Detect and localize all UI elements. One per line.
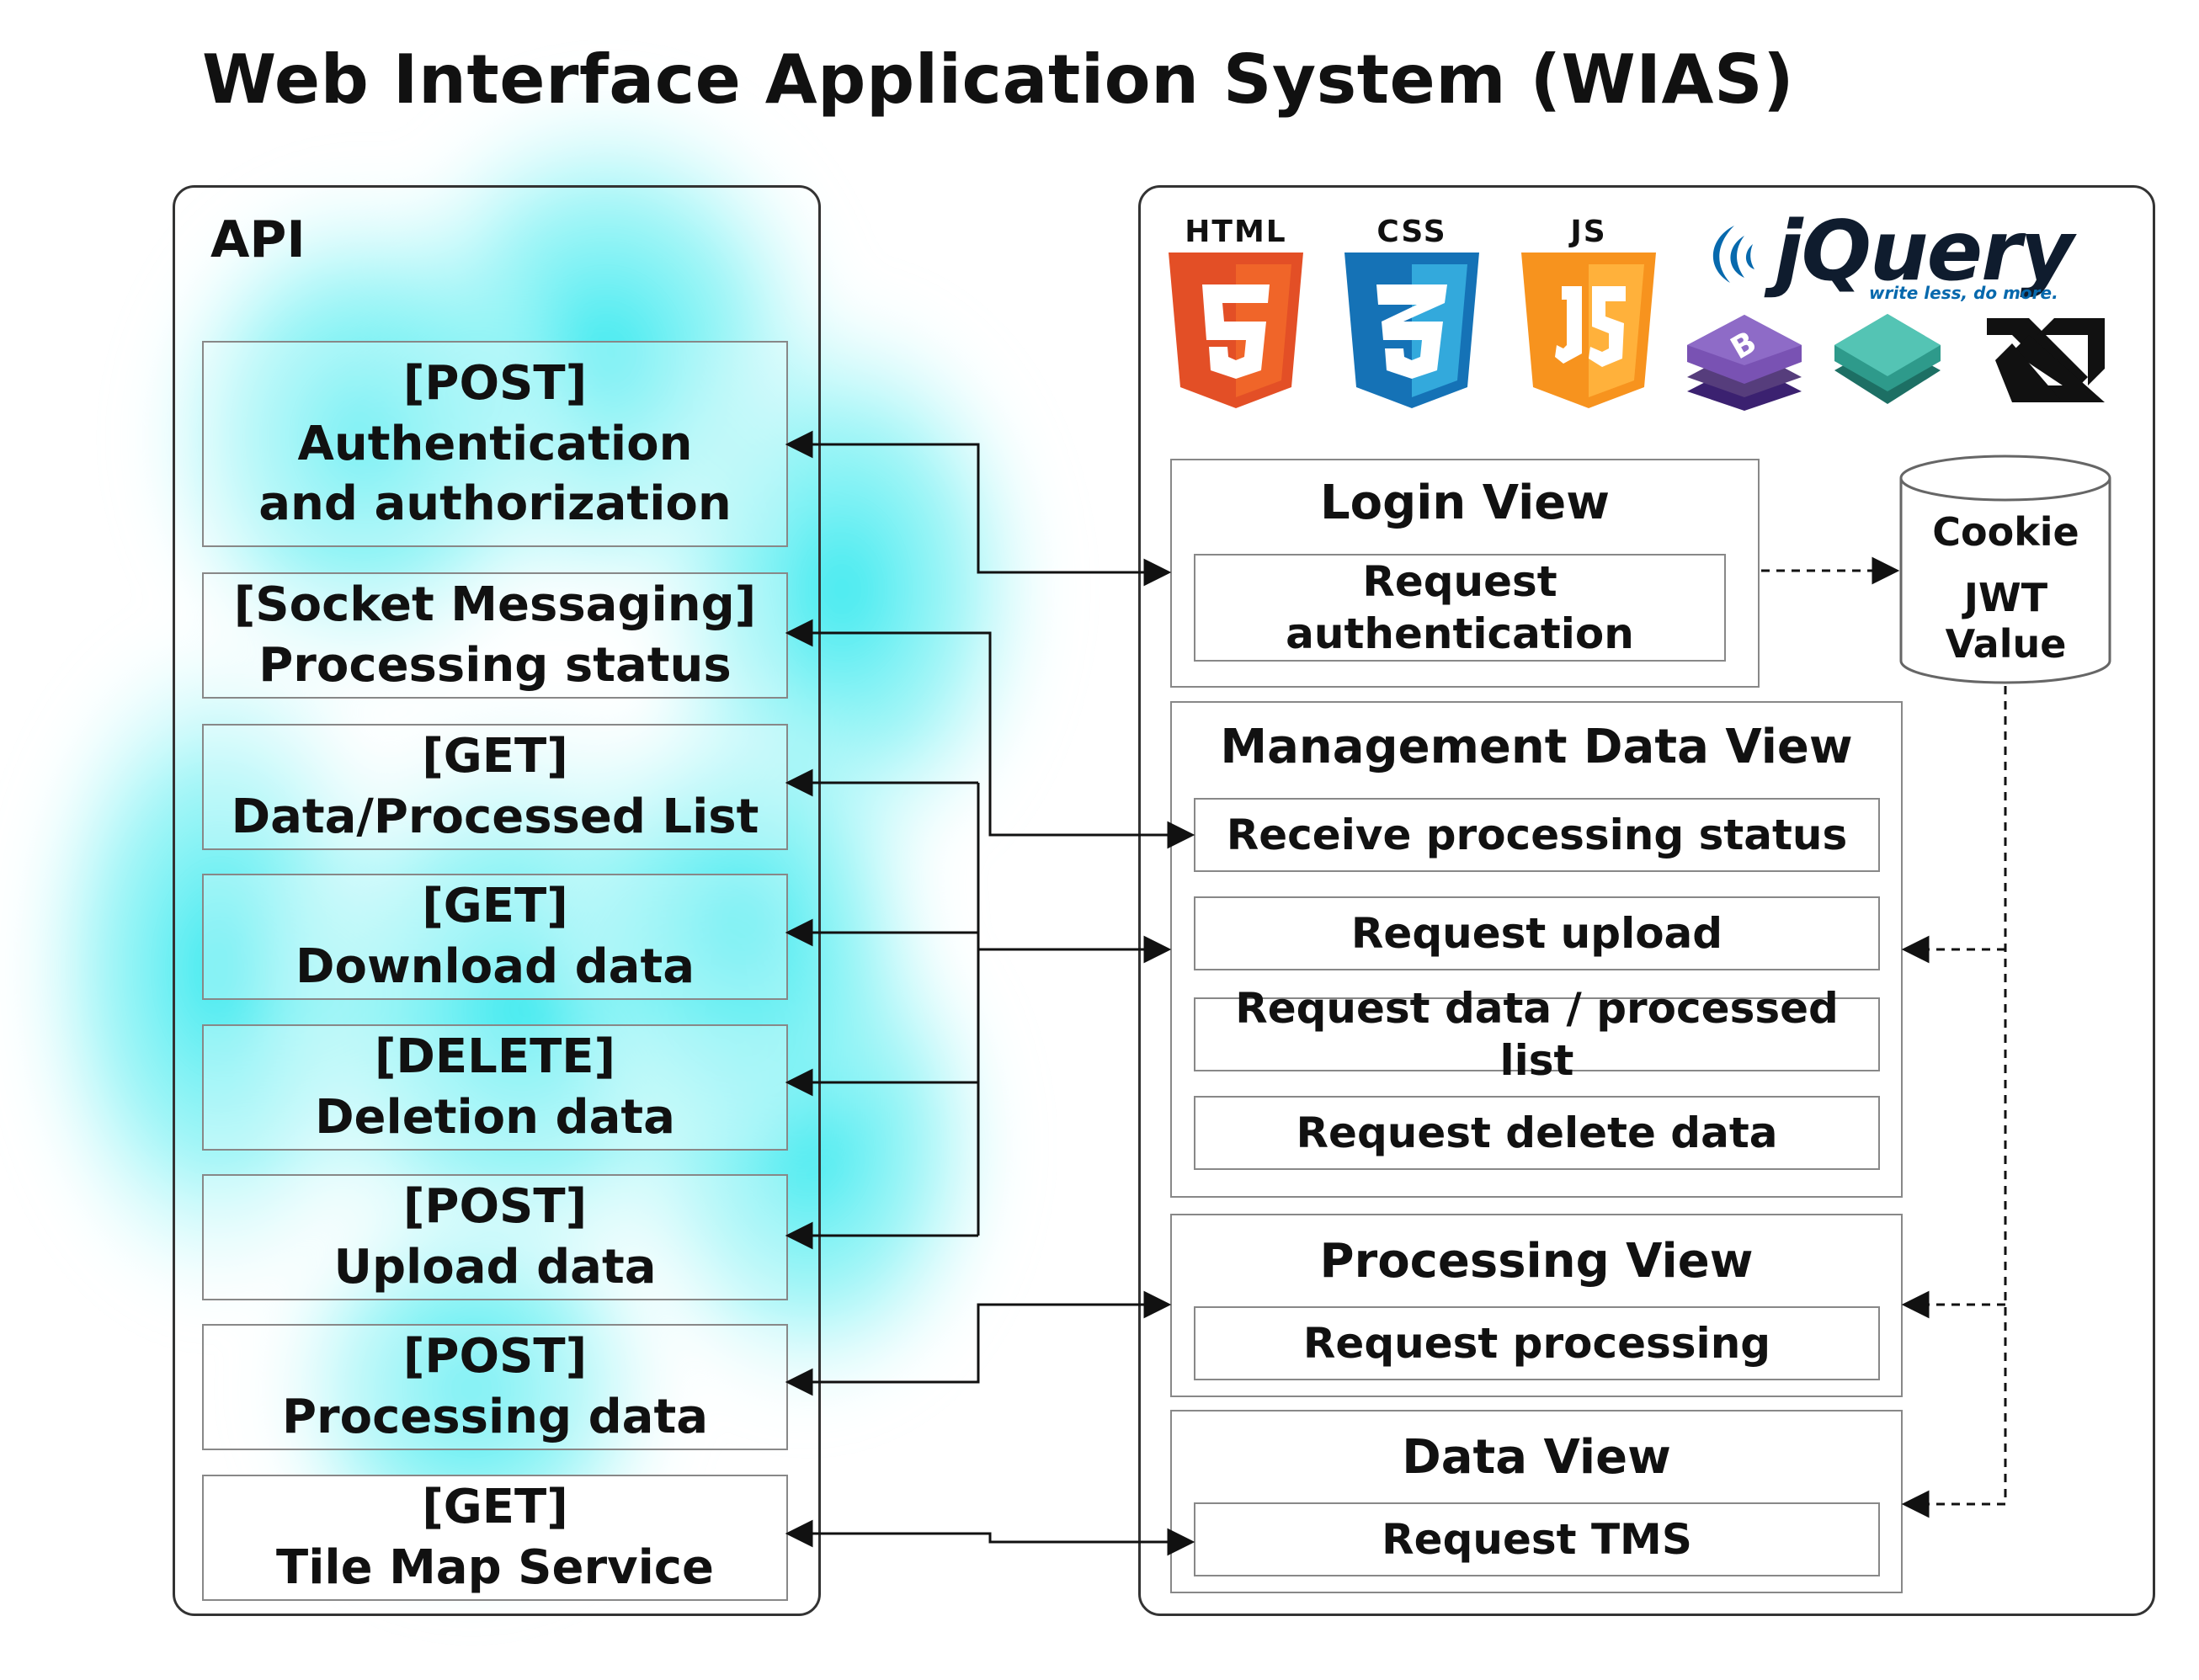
item-label: Request processing bbox=[1302, 1318, 1771, 1368]
cookie-label: Cookie bbox=[1932, 509, 2079, 555]
item-label: Receive processing status bbox=[1226, 810, 1848, 859]
item-label: Request authentication bbox=[1286, 556, 1634, 659]
css-label: CSS bbox=[1376, 215, 1447, 249]
api-endpoint: [GET] Download data bbox=[202, 874, 788, 1000]
endpoint-method: [GET] bbox=[422, 729, 568, 784]
processing-connector bbox=[785, 1290, 1172, 1396]
endpoint-method: [Socket Messaging] bbox=[233, 577, 757, 633]
client-panel bbox=[1138, 185, 2155, 1616]
endpoint-name: Processing data bbox=[281, 1390, 709, 1444]
jquery-icon: jQuery write less, do more. bbox=[1701, 204, 2074, 306]
socket-connector bbox=[785, 619, 1195, 849]
endpoint-method: [DELETE] bbox=[374, 1029, 616, 1085]
javascript-icon: JS bbox=[1521, 215, 1656, 412]
value-label: Value bbox=[1945, 621, 2067, 667]
processing-view-title: Processing View bbox=[1319, 1234, 1754, 1289]
request-data-list-item: Request data / processed list bbox=[1194, 984, 1880, 1085]
endpoint-name: Processing status bbox=[258, 638, 732, 693]
request-delete-data-item: Request delete data bbox=[1194, 1096, 1880, 1170]
api-endpoint: [DELETE] Deletion data bbox=[202, 1024, 788, 1151]
request-tms-item: Request TMS bbox=[1194, 1502, 1880, 1576]
js-label: JS bbox=[1570, 215, 1607, 249]
api-endpoint: [GET] Data/Processed List bbox=[202, 724, 788, 850]
api-endpoint: [POST] Upload data bbox=[202, 1174, 788, 1300]
endpoint-name: Tile Map Service bbox=[276, 1540, 714, 1595]
endpoint-method: [GET] bbox=[422, 879, 568, 934]
login-view-title: Login View bbox=[1319, 476, 1611, 530]
endpoint-name: Upload data bbox=[333, 1240, 657, 1295]
page-title: Web Interface Application System (WIAS) bbox=[202, 40, 1795, 119]
item-label: Request upload bbox=[1350, 908, 1723, 958]
api-endpoint: [Socket Messaging] Processing status bbox=[202, 572, 788, 699]
api-panel bbox=[173, 185, 821, 1616]
endpoint-name: Deletion data bbox=[315, 1090, 675, 1145]
jquery-tagline: write less, do more. bbox=[1869, 283, 2058, 303]
websocket-icon bbox=[1987, 318, 2105, 402]
api-endpoint: [POST] Authentication and authorization bbox=[202, 341, 788, 547]
html5-icon: HTML bbox=[1169, 215, 1303, 412]
request-authentication-item: Request authentication bbox=[1194, 554, 1726, 662]
item-label: Request TMS bbox=[1382, 1514, 1692, 1564]
html-label: HTML bbox=[1185, 215, 1287, 249]
endpoint-name: Authentication and authorization bbox=[258, 416, 732, 532]
item-label: Request delete data bbox=[1296, 1108, 1778, 1157]
endpoint-method: [GET] bbox=[422, 1480, 568, 1535]
request-upload-item: Request upload bbox=[1194, 896, 1880, 970]
endpoint-method: [POST] bbox=[402, 355, 588, 411]
data-view-title: Data View bbox=[1402, 1430, 1671, 1485]
endpoint-name: Download data bbox=[295, 939, 695, 994]
tms-connector bbox=[785, 1519, 1195, 1556]
api-endpoint: [GET] Tile Map Service bbox=[202, 1475, 788, 1601]
material-layer-icon bbox=[1834, 314, 1941, 404]
endpoint-method: [POST] bbox=[402, 1179, 588, 1235]
jquery-wordmark: jQuery bbox=[1775, 204, 2074, 300]
endpoint-name: Data/Processed List bbox=[231, 789, 759, 844]
api-endpoint: [POST] Processing data bbox=[202, 1324, 788, 1450]
auth-connector bbox=[785, 430, 1172, 587]
bootstrap-icon: B bbox=[1687, 315, 1802, 411]
item-label: Request data / processed list bbox=[1235, 983, 1839, 1086]
css3-icon: CSS bbox=[1344, 215, 1479, 412]
receive-processing-status-item: Receive processing status bbox=[1194, 798, 1880, 872]
endpoint-method: [POST] bbox=[402, 1329, 588, 1385]
jwt-label: JWT bbox=[1963, 575, 2048, 620]
request-processing-item: Request processing bbox=[1194, 1306, 1880, 1380]
api-label: API bbox=[210, 210, 306, 269]
management-view-title: Management Data View bbox=[1220, 720, 1853, 774]
cookie-storage-cylinder bbox=[1899, 455, 2111, 684]
